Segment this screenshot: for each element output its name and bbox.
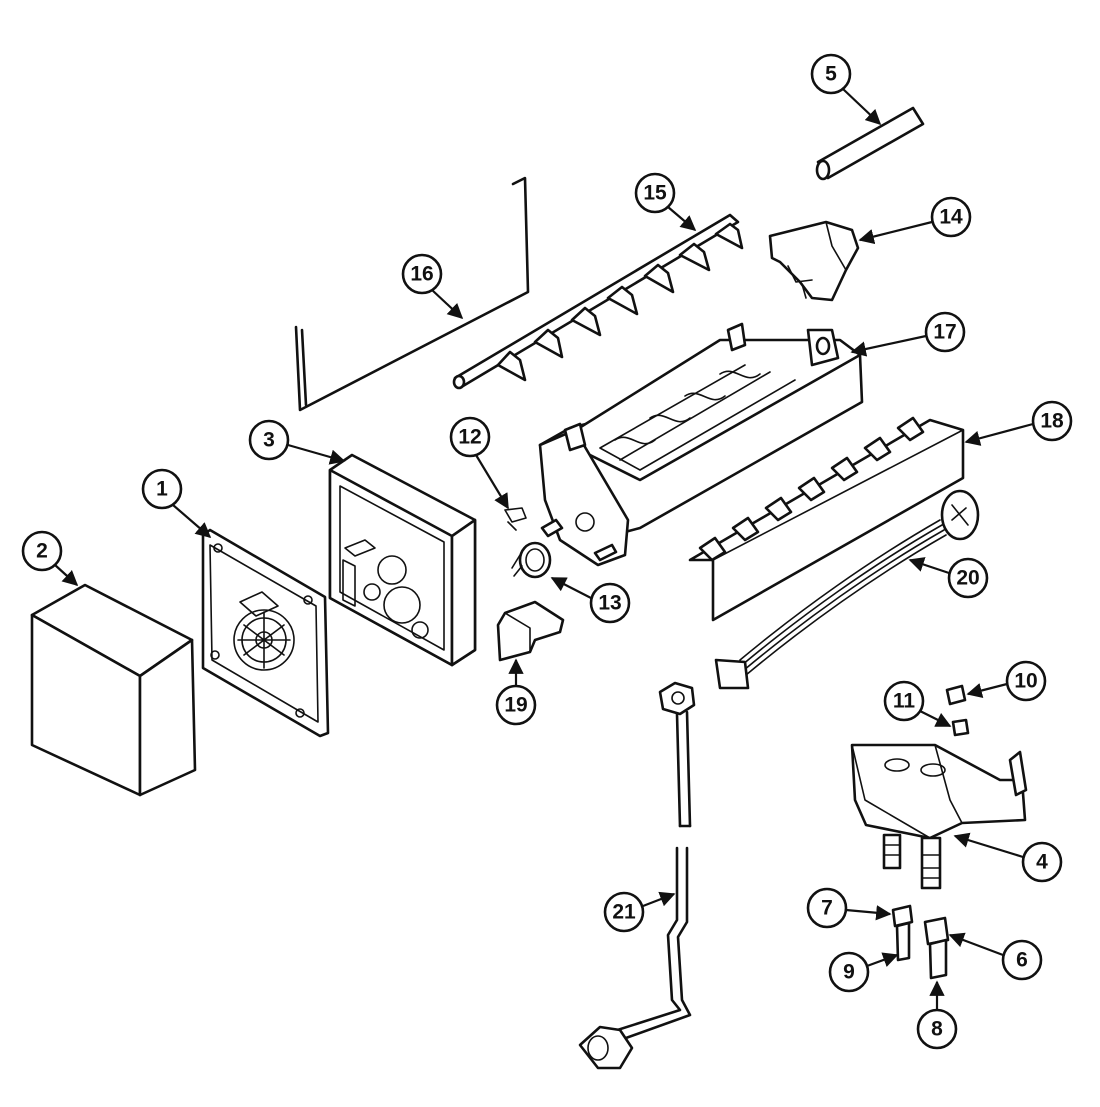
callout-14: 14 — [930, 196, 972, 238]
callout-10: 10 — [1005, 660, 1047, 702]
part-15-ejector — [452, 213, 744, 390]
part-20-wire-harness — [714, 489, 980, 690]
part-10-fitting — [945, 684, 967, 706]
part-5-fill-tube — [815, 106, 925, 181]
callout-1: 1 — [141, 468, 183, 510]
part-8-sleeve — [928, 938, 948, 980]
svg-text:12: 12 — [458, 426, 481, 449]
callout-21: 21 — [603, 891, 645, 933]
part-16-feeler-arm — [294, 176, 530, 412]
svg-text:1: 1 — [156, 478, 168, 501]
part-6-nut — [923, 916, 950, 946]
part-21-water-tube — [578, 681, 696, 1070]
part-14-fill-cup — [768, 220, 860, 302]
svg-text:18: 18 — [1040, 410, 1064, 433]
part-4-water-valve — [850, 743, 1028, 890]
part-3-motor-housing — [328, 453, 477, 667]
svg-text:21: 21 — [612, 901, 636, 924]
callout-2: 2 — [21, 530, 63, 572]
callout-15: 15 — [634, 172, 676, 214]
part-2-cover-box — [30, 583, 197, 797]
svg-text:16: 16 — [410, 263, 433, 286]
part-17-mold-body — [538, 322, 864, 567]
callout-19: 19 — [495, 684, 537, 726]
svg-text:5: 5 — [825, 63, 837, 86]
callout-6: 6 — [1001, 939, 1043, 981]
part-1-mounting-plate — [201, 528, 330, 738]
svg-text:8: 8 — [931, 1018, 943, 1041]
part-9-insert — [895, 921, 911, 962]
callout-8: 8 — [916, 1008, 958, 1050]
svg-text:19: 19 — [504, 694, 527, 717]
svg-text:11: 11 — [893, 690, 916, 713]
callout-12: 12 — [449, 416, 491, 458]
callout-11: 11 — [883, 680, 925, 722]
callout-18: 18 — [1031, 400, 1073, 442]
callout-4: 4 — [1021, 841, 1063, 883]
svg-text:7: 7 — [821, 897, 833, 920]
svg-text:15: 15 — [643, 182, 667, 205]
svg-text:14: 14 — [939, 206, 963, 229]
part-13-thermostat — [511, 518, 618, 579]
svg-text:4: 4 — [1036, 851, 1048, 874]
svg-text:9: 9 — [843, 961, 855, 984]
svg-text:17: 17 — [933, 321, 956, 344]
svg-text:6: 6 — [1016, 949, 1028, 972]
svg-text:2: 2 — [36, 540, 48, 563]
callout-5: 5 — [810, 53, 852, 95]
svg-text:10: 10 — [1014, 670, 1037, 693]
part-12-clip — [504, 507, 527, 531]
svg-text:20: 20 — [956, 567, 979, 590]
svg-text:3: 3 — [263, 429, 275, 452]
part-7-nut — [891, 904, 914, 928]
callout-17: 17 — [924, 311, 966, 353]
part-18-stripper — [688, 416, 965, 622]
callout-7: 7 — [806, 887, 848, 929]
callout-20: 20 — [947, 557, 989, 599]
part-19-shield — [496, 600, 565, 662]
callout-16: 16 — [401, 253, 443, 295]
callout-13: 13 — [589, 582, 631, 624]
callout-3: 3 — [248, 419, 290, 461]
callout-9: 9 — [828, 951, 870, 993]
svg-text:13: 13 — [598, 592, 621, 615]
part-11-fitting — [951, 718, 970, 737]
